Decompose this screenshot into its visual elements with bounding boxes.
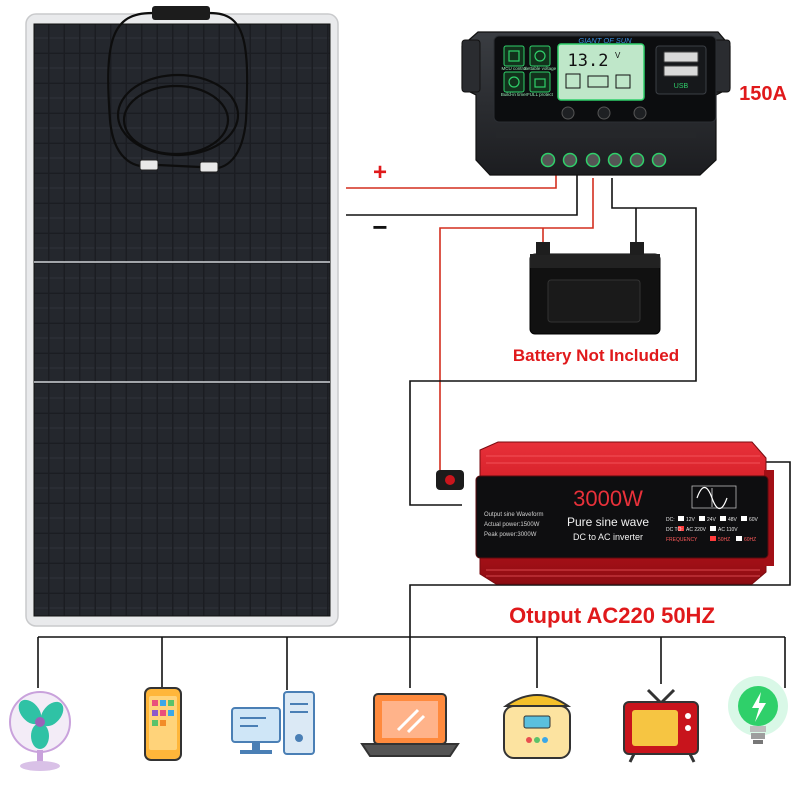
spec-waveform: Output sine Waveform [484, 512, 543, 518]
usb-label: USB [674, 83, 689, 90]
light-bulb-icon [728, 676, 788, 744]
spec-peak-power: Peak power:3000W [484, 532, 537, 538]
terminal-load-positive [651, 152, 667, 168]
tile-label-settable: Settable voltage [524, 66, 557, 71]
controller-button [597, 106, 611, 120]
tile-label-protect: FULL protect [527, 92, 554, 97]
bulb-icon [615, 74, 631, 89]
terminal-load-negative [629, 152, 645, 168]
system-wiring [409, 178, 791, 688]
lock-icon [534, 78, 546, 88]
tile-label-timer: Build-in timer [501, 92, 528, 97]
usb-port [663, 51, 699, 63]
smartphone-icon [144, 687, 182, 761]
output-label: Otuput AC220 50HZ [509, 603, 715, 628]
spec-actual-power: Actual power:1500W [484, 522, 540, 528]
inverter-conversion: DC to AC inverter [573, 532, 643, 542]
positive-label: + [373, 159, 387, 186]
desktop-computer-icon [231, 691, 315, 755]
battery-terminal-positive [536, 242, 550, 255]
controller-brand: GIANT OF SUN [578, 36, 632, 45]
dc-to-label: DC TO: [666, 527, 683, 533]
usb-port [663, 65, 699, 77]
waveform-icon [691, 485, 737, 509]
dc-option-60v: 60V [749, 517, 759, 523]
charge-controller: GIANT OF SUN MCU control Build-in timer … [461, 31, 731, 176]
gear-icon [534, 50, 546, 62]
inverter: 3000W Pure sine wave DC to AC inverter O… [436, 441, 774, 585]
controller-button [633, 106, 647, 120]
panel-wiring: + − [346, 159, 578, 242]
inverter-power: 3000W [573, 486, 643, 511]
frequency-60hz: 60HZ [744, 537, 756, 543]
battery [529, 242, 661, 335]
laptop-icon [360, 693, 460, 757]
lcd-reading: 13.2 [568, 51, 609, 71]
dc-label: DC: [666, 517, 675, 523]
controller-button [561, 106, 575, 120]
television-icon [623, 688, 699, 763]
solar-panel [25, 6, 339, 627]
inverter-wave-type: Pure sine wave [567, 515, 649, 529]
terminal-battery-negative [585, 152, 601, 168]
ac-option-220v: AC 220V [686, 527, 707, 533]
chip-icon [508, 50, 520, 62]
panel-icon [565, 73, 581, 89]
battery-note: Battery Not Included [513, 346, 679, 365]
mc4-connector [139, 159, 159, 171]
dc-option-48v: 48V [728, 517, 738, 523]
fan-icon [9, 691, 71, 771]
negative-label: − [372, 212, 387, 242]
terminal-battery-positive [607, 152, 623, 168]
junction-box [152, 6, 210, 20]
terminal-panel-positive [562, 152, 578, 168]
current-rating: 150A [739, 83, 787, 105]
rice-cooker-icon [502, 694, 572, 759]
ac-option-110v: AC 110V [718, 527, 738, 533]
tile-label-mcu: MCU control [501, 66, 526, 71]
dc-option-24v: 24V [707, 517, 717, 523]
battery-terminal-negative [630, 242, 644, 255]
dc-option-12v: 12V [686, 517, 696, 523]
mc4-connector [199, 161, 219, 173]
terminal-panel-negative [540, 152, 556, 168]
lcd-unit: V [615, 51, 621, 60]
load-bus [37, 636, 786, 690]
frequency-50hz: 50HZ [718, 537, 730, 543]
frequency-label: FREQUENCY [666, 537, 698, 543]
battery-icon [587, 75, 609, 88]
clock-icon [508, 76, 520, 88]
